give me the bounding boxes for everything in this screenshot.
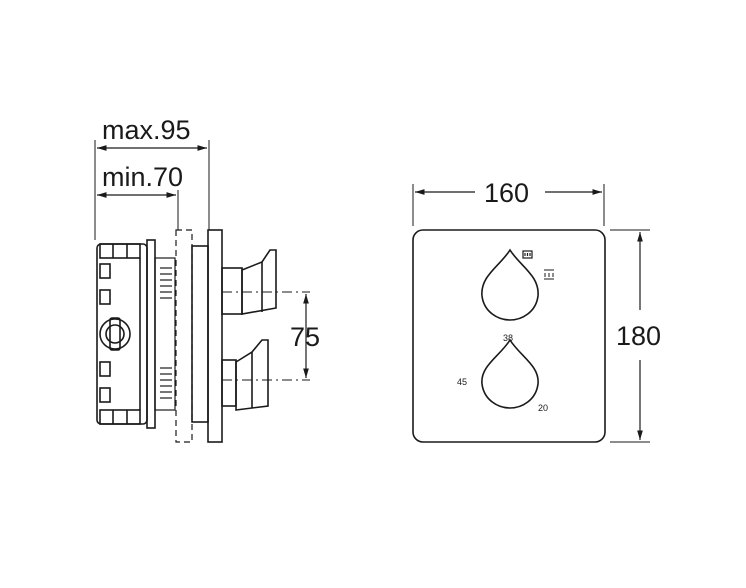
max-depth-label: max.95 (102, 115, 191, 145)
dial-mark-20: 20 (538, 403, 548, 413)
cartridge-symbol-icon (522, 250, 533, 259)
plate-width-label: 160 (484, 178, 529, 208)
thermostat-knob (481, 338, 539, 409)
min-depth-label: min.70 (102, 162, 183, 192)
spacing-label: 75 (290, 322, 320, 352)
cover-plate-front (412, 229, 606, 443)
inlet-connector (99, 317, 131, 351)
cartridge-section (154, 257, 176, 411)
plate-height-label: 180 (616, 321, 661, 351)
front-view (412, 184, 650, 443)
upper-handle-side (221, 249, 277, 315)
shower-symbol-icon (544, 269, 554, 280)
valve-body (96, 239, 156, 429)
lower-handle-side (221, 339, 269, 411)
diverter-knob (481, 248, 539, 321)
wall-plane (175, 229, 193, 443)
cover-plate-side (191, 245, 209, 423)
side-view (94, 140, 310, 443)
dial-mark-38: 38 (503, 333, 513, 343)
dial-mark-45: 45 (457, 377, 467, 387)
